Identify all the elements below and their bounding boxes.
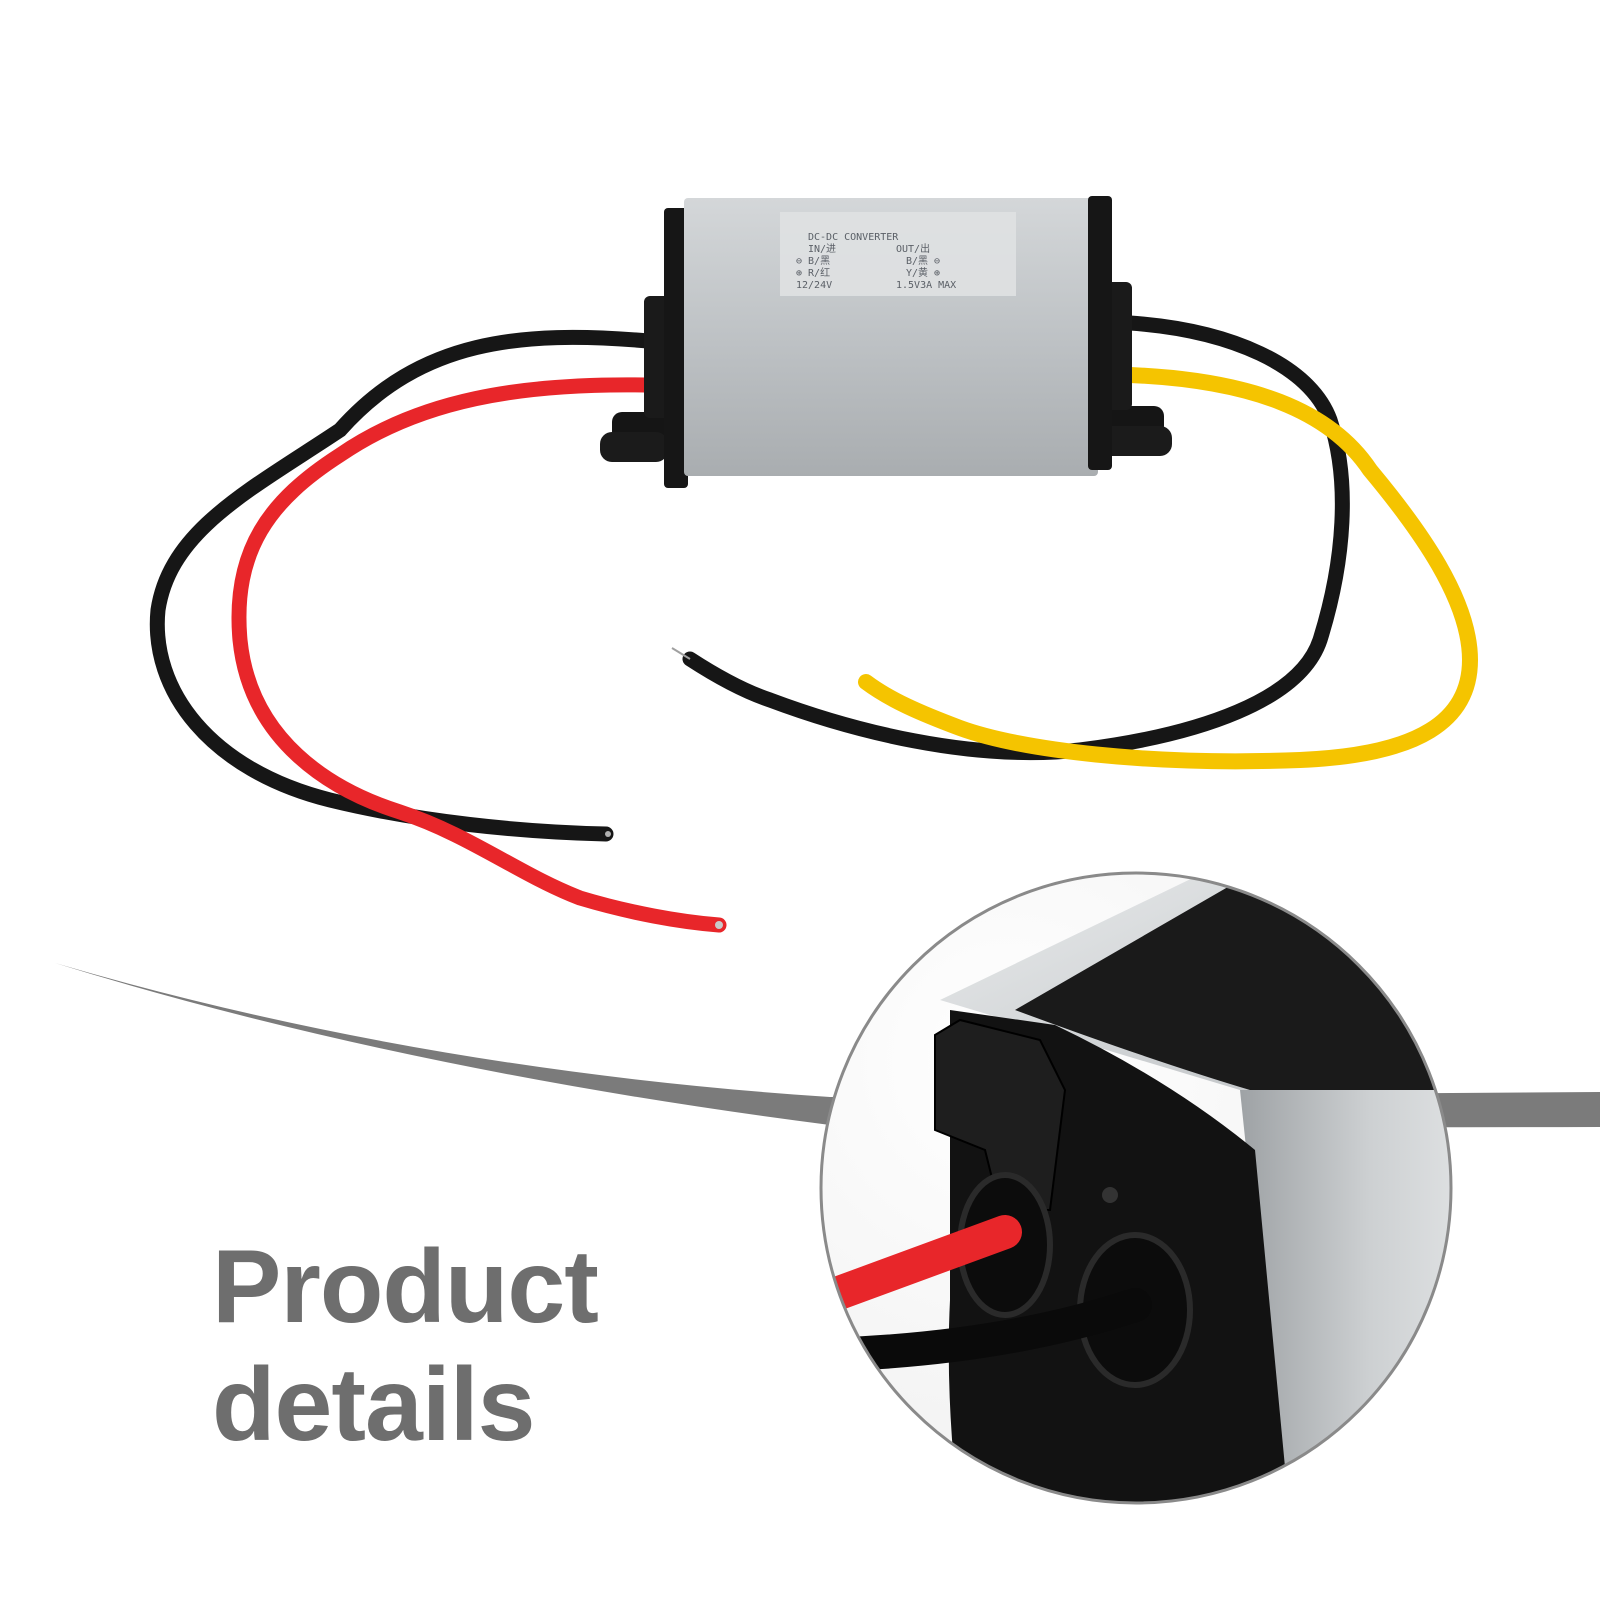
black-wire-strand — [671, 647, 691, 660]
headline-line-2: details — [212, 1347, 535, 1463]
right-flange-bottom — [1100, 426, 1172, 456]
output-black-wire — [682, 315, 1350, 761]
label-out-black: B/黑 ⊖ — [906, 255, 940, 267]
zoom-red-wire — [821, 1215, 1022, 1317]
label-input-voltage: 12/24V — [796, 280, 832, 291]
red-wire-tip — [715, 921, 723, 929]
label-title: DC-DC CONVERTER — [808, 232, 899, 243]
input-red-wire — [231, 377, 727, 933]
label-out-yellow: Y/黄 ⊕ — [906, 266, 940, 279]
label-in-black: ⊖ B/黑 — [796, 255, 830, 267]
product-details-heading: Product details — [212, 1228, 599, 1464]
label-in-header: IN/进 — [808, 243, 836, 255]
black-wire-tip — [605, 831, 611, 837]
label-output-rating: 1.5V3A MAX — [896, 280, 956, 291]
right-end-cap — [1088, 196, 1112, 470]
dc-dc-converter: DC-DC CONVERTER IN/进 OUT/出 ⊖ B/黑 B/黑 ⊖ ⊕… — [600, 196, 1172, 488]
label-out-header: OUT/出 — [896, 242, 930, 255]
decorative-swoosh — [55, 963, 1600, 1128]
zoom-flange — [934, 1018, 1067, 1211]
zoom-detail — [819, 871, 1453, 1505]
label-in-red: ⊕ R/红 — [796, 266, 830, 279]
spec-sticker — [780, 212, 1016, 296]
input-black-wire — [149, 329, 656, 842]
zoom-screw — [1102, 1187, 1118, 1203]
headline-line-1: Product — [212, 1229, 599, 1345]
output-yellow-wire — [858, 367, 1479, 770]
left-flange-bottom — [600, 432, 668, 462]
left-end-cap — [664, 208, 688, 488]
